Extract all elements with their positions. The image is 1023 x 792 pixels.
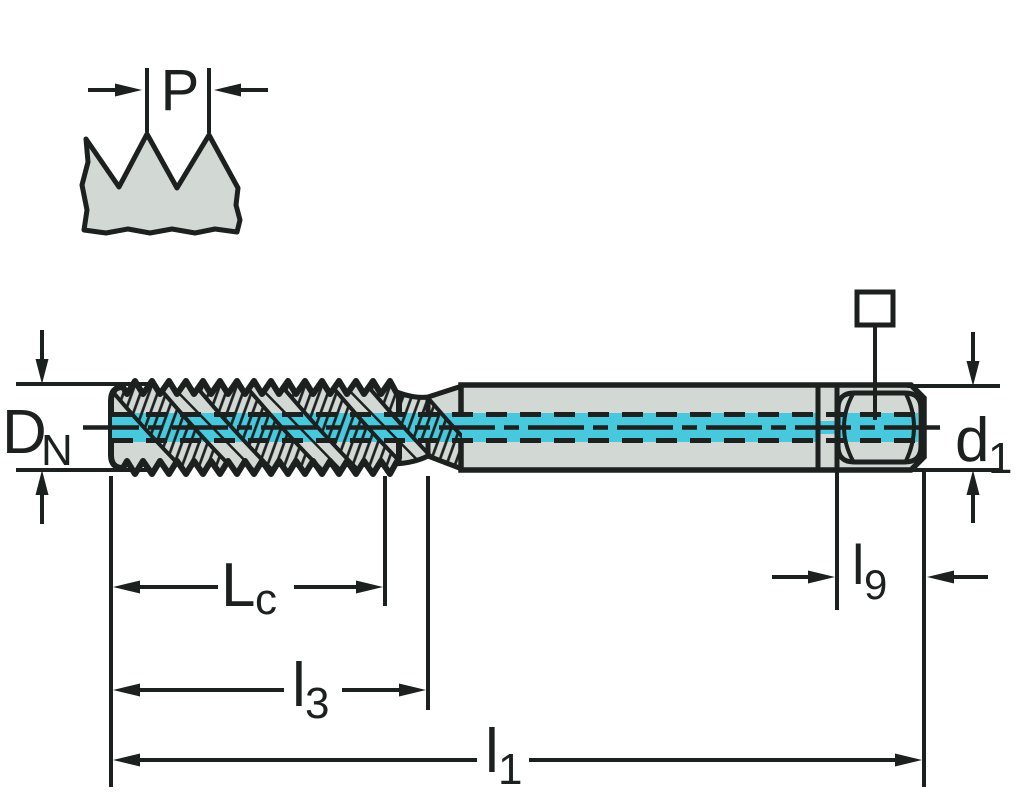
l1-label-sub: 1: [498, 745, 522, 792]
dimension-thread-length: l 3: [113, 651, 426, 728]
d1-label-sub: 1: [988, 434, 1012, 483]
square-flats-outline: [835, 390, 924, 465]
d1-arrowhead-top: [966, 361, 980, 386]
dimension-overall-length: l 1: [113, 717, 922, 792]
lc-arrowhead-left: [113, 580, 140, 594]
l1-arrowhead-right: [895, 753, 922, 767]
lc-arrowhead-right: [356, 580, 383, 594]
l9-label-sub: 9: [864, 561, 887, 608]
d1-label-main: d: [955, 406, 989, 475]
dn-arrowhead-top: [35, 359, 49, 384]
flute-band: [269, 381, 422, 474]
dimension-shank-diameter: d 1: [907, 332, 1012, 523]
pitch-arrowhead-right: [214, 83, 241, 97]
dimension-square-length: l 9: [772, 533, 988, 608]
tap-body: [83, 289, 941, 477]
pitch-label: P: [161, 58, 200, 123]
dimensions: D N d 1 L c: [2, 330, 1012, 792]
dn-arrowhead-bottom: [35, 470, 49, 495]
pitch-arrowhead-left: [115, 83, 142, 97]
dimension-chamfer-length: L c: [113, 551, 383, 624]
l3-label-sub: 3: [305, 679, 329, 728]
dimension-nominal-diameter: D N: [2, 330, 148, 524]
lc-label-sub: c: [255, 575, 277, 624]
dn-label-sub: N: [41, 426, 73, 475]
thread-profile-shape: [79, 131, 243, 236]
dn-label-main: D: [2, 398, 47, 467]
l1-label-main: l: [485, 717, 499, 786]
l1-arrowhead-left: [113, 753, 140, 767]
thread-pitch-detail: P: [79, 58, 268, 236]
flute-band: [183, 381, 336, 474]
l3-arrowhead-right: [399, 683, 426, 697]
d1-arrowhead-bottom: [966, 470, 980, 495]
l9-label-main: l: [852, 533, 864, 596]
l9-arrowhead-right: [927, 570, 954, 584]
spiral-flutes: [111, 381, 462, 474]
lc-label-main: L: [221, 551, 255, 620]
l3-label-main: l: [292, 651, 306, 720]
l9-arrowhead-left: [808, 570, 835, 584]
flute-band: [355, 381, 462, 474]
l3-arrowhead-left: [113, 683, 140, 697]
flute-band: [111, 381, 248, 474]
square-drive-symbol-icon: [854, 289, 896, 328]
